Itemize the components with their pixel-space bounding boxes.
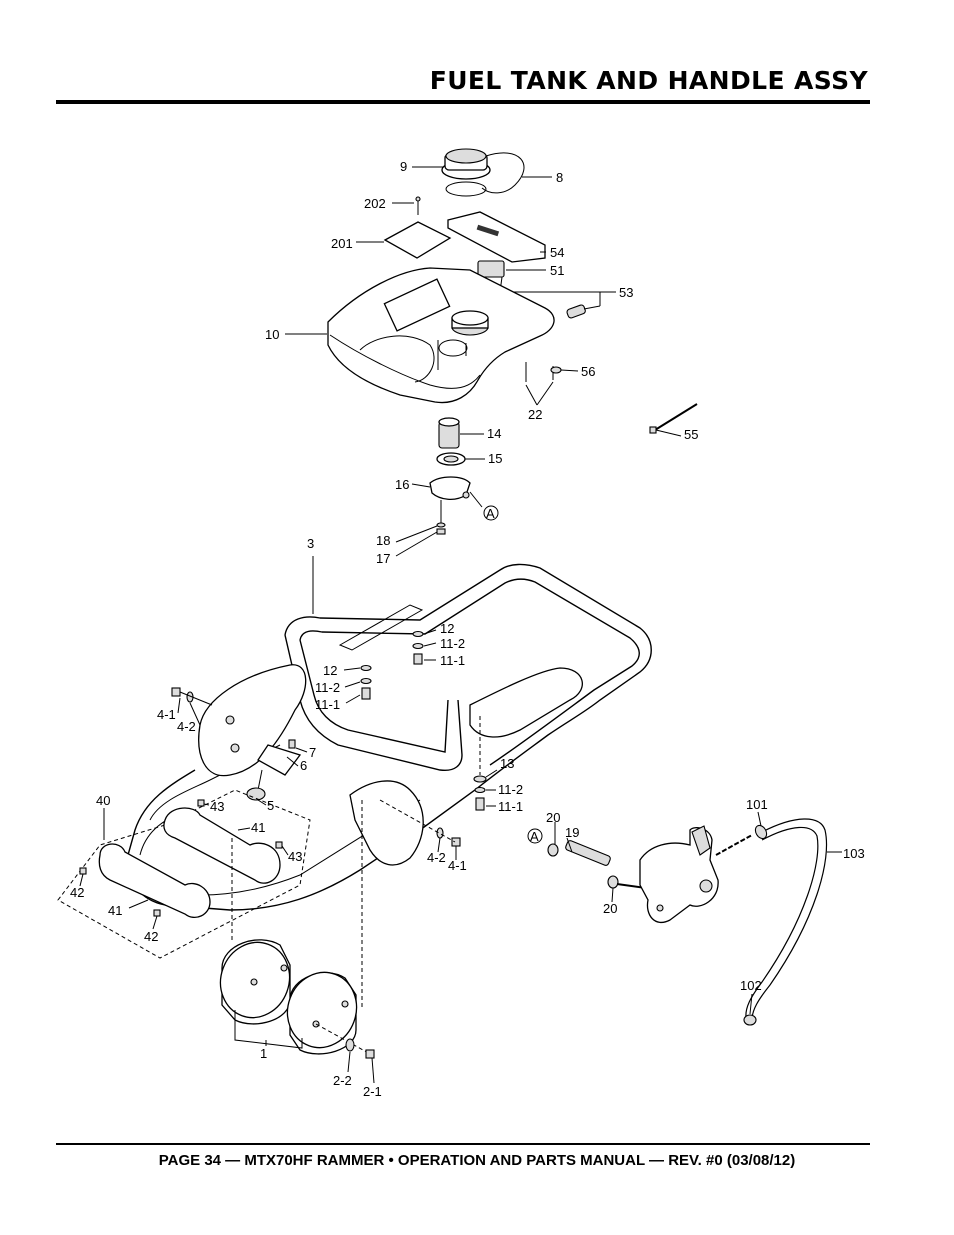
fuel-tank-10 <box>327 267 555 404</box>
callout-41-upper: 41 <box>251 820 265 835</box>
callout-53: 53 <box>619 285 633 300</box>
callout-42-lower: 42 <box>144 929 158 944</box>
callout-12-left: 12 <box>323 663 337 678</box>
bracket-6 <box>246 739 302 801</box>
callout-103: 103 <box>843 846 865 861</box>
page-title: FUEL TANK AND HANDLE ASSY <box>429 66 868 95</box>
bolts-11-upper <box>412 630 424 665</box>
strainer-14 <box>438 417 460 449</box>
callout-20-upper: 20 <box>546 810 560 825</box>
callout-16: 16 <box>395 477 409 492</box>
callout-1: 1 <box>260 1046 267 1061</box>
screw-202 <box>415 196 421 215</box>
callout-41-lower: 41 <box>108 903 122 918</box>
callout-102: 102 <box>740 978 762 993</box>
callout-2-2: 2-2 <box>333 1073 352 1088</box>
callout-11-2-lower: 11-2 <box>498 782 523 797</box>
callout-19: 19 <box>565 825 579 840</box>
callout-17: 17 <box>376 551 390 566</box>
callout-54: 54 <box>550 245 564 260</box>
callout-7: 7 <box>309 745 316 760</box>
fuel-cock <box>547 825 719 924</box>
callout-11-1-upper: 11-1 <box>440 653 465 668</box>
fuel-cap <box>441 148 525 197</box>
callout-8: 8 <box>556 170 563 185</box>
callout-13: 13 <box>500 756 514 771</box>
callout-2-1: 2-1 <box>363 1084 382 1099</box>
callout-15: 15 <box>488 451 502 466</box>
header-rule <box>56 100 870 104</box>
callout-56: 56 <box>581 364 595 379</box>
callout-11-2-upper: 11-2 <box>440 636 465 651</box>
callout-4-1-left: 4-1 <box>157 707 176 722</box>
callout-4-2-left: 4-2 <box>177 719 196 734</box>
screws-22 <box>525 362 562 406</box>
callout-11-1-lower: 11-1 <box>498 799 523 814</box>
callout-40: 40 <box>96 793 110 808</box>
fuel-hose-103 <box>743 818 828 1026</box>
callout-9: 9 <box>400 159 407 174</box>
callout-22: 22 <box>528 407 542 422</box>
callout-a-bottom: A <box>530 829 539 844</box>
callout-11-2-left: 11-2 <box>315 680 340 695</box>
callout-201: 201 <box>331 236 353 251</box>
callout-43-lower: 43 <box>288 849 302 864</box>
callout-55: 55 <box>684 427 698 442</box>
callout-20-lower: 20 <box>603 901 617 916</box>
gasket-15 <box>436 452 466 466</box>
callout-18: 18 <box>376 533 390 548</box>
group-40 <box>57 789 311 959</box>
callout-3: 3 <box>307 536 314 551</box>
callout-4-1-right: 4-1 <box>448 858 467 873</box>
callout-11-1-left: 11-1 <box>315 697 340 712</box>
callout-12-upper: 12 <box>440 621 454 636</box>
clamp-41 <box>79 799 283 918</box>
callout-51: 51 <box>550 263 564 278</box>
label-plate-201 <box>383 221 452 259</box>
callout-5: 5 <box>267 798 274 813</box>
bolt-4-left <box>171 687 213 706</box>
callout-a-top: A <box>486 506 495 521</box>
callout-6: 6 <box>300 758 307 773</box>
rubber-mount-1 <box>219 939 375 1059</box>
callout-10: 10 <box>265 327 279 342</box>
flange-16 <box>429 476 483 508</box>
tank-cover-54 <box>447 211 546 263</box>
callout-202: 202 <box>364 196 386 211</box>
bolts-11-left <box>360 664 372 700</box>
callout-42-left: 42 <box>70 885 84 900</box>
page-footer: PAGE 34 — MTX70HF RAMMER • OPERATION AND… <box>158 1152 796 1169</box>
callout-4-2-right: 4-2 <box>427 850 446 865</box>
callout-101: 101 <box>746 797 768 812</box>
callout-43-upper: 43 <box>210 799 224 814</box>
footer-rule <box>56 1143 870 1145</box>
callout-14: 14 <box>487 426 501 441</box>
bolt-18-17 <box>436 500 446 535</box>
bolts-11-lower <box>473 716 487 811</box>
handle-frame-3 <box>126 563 652 911</box>
